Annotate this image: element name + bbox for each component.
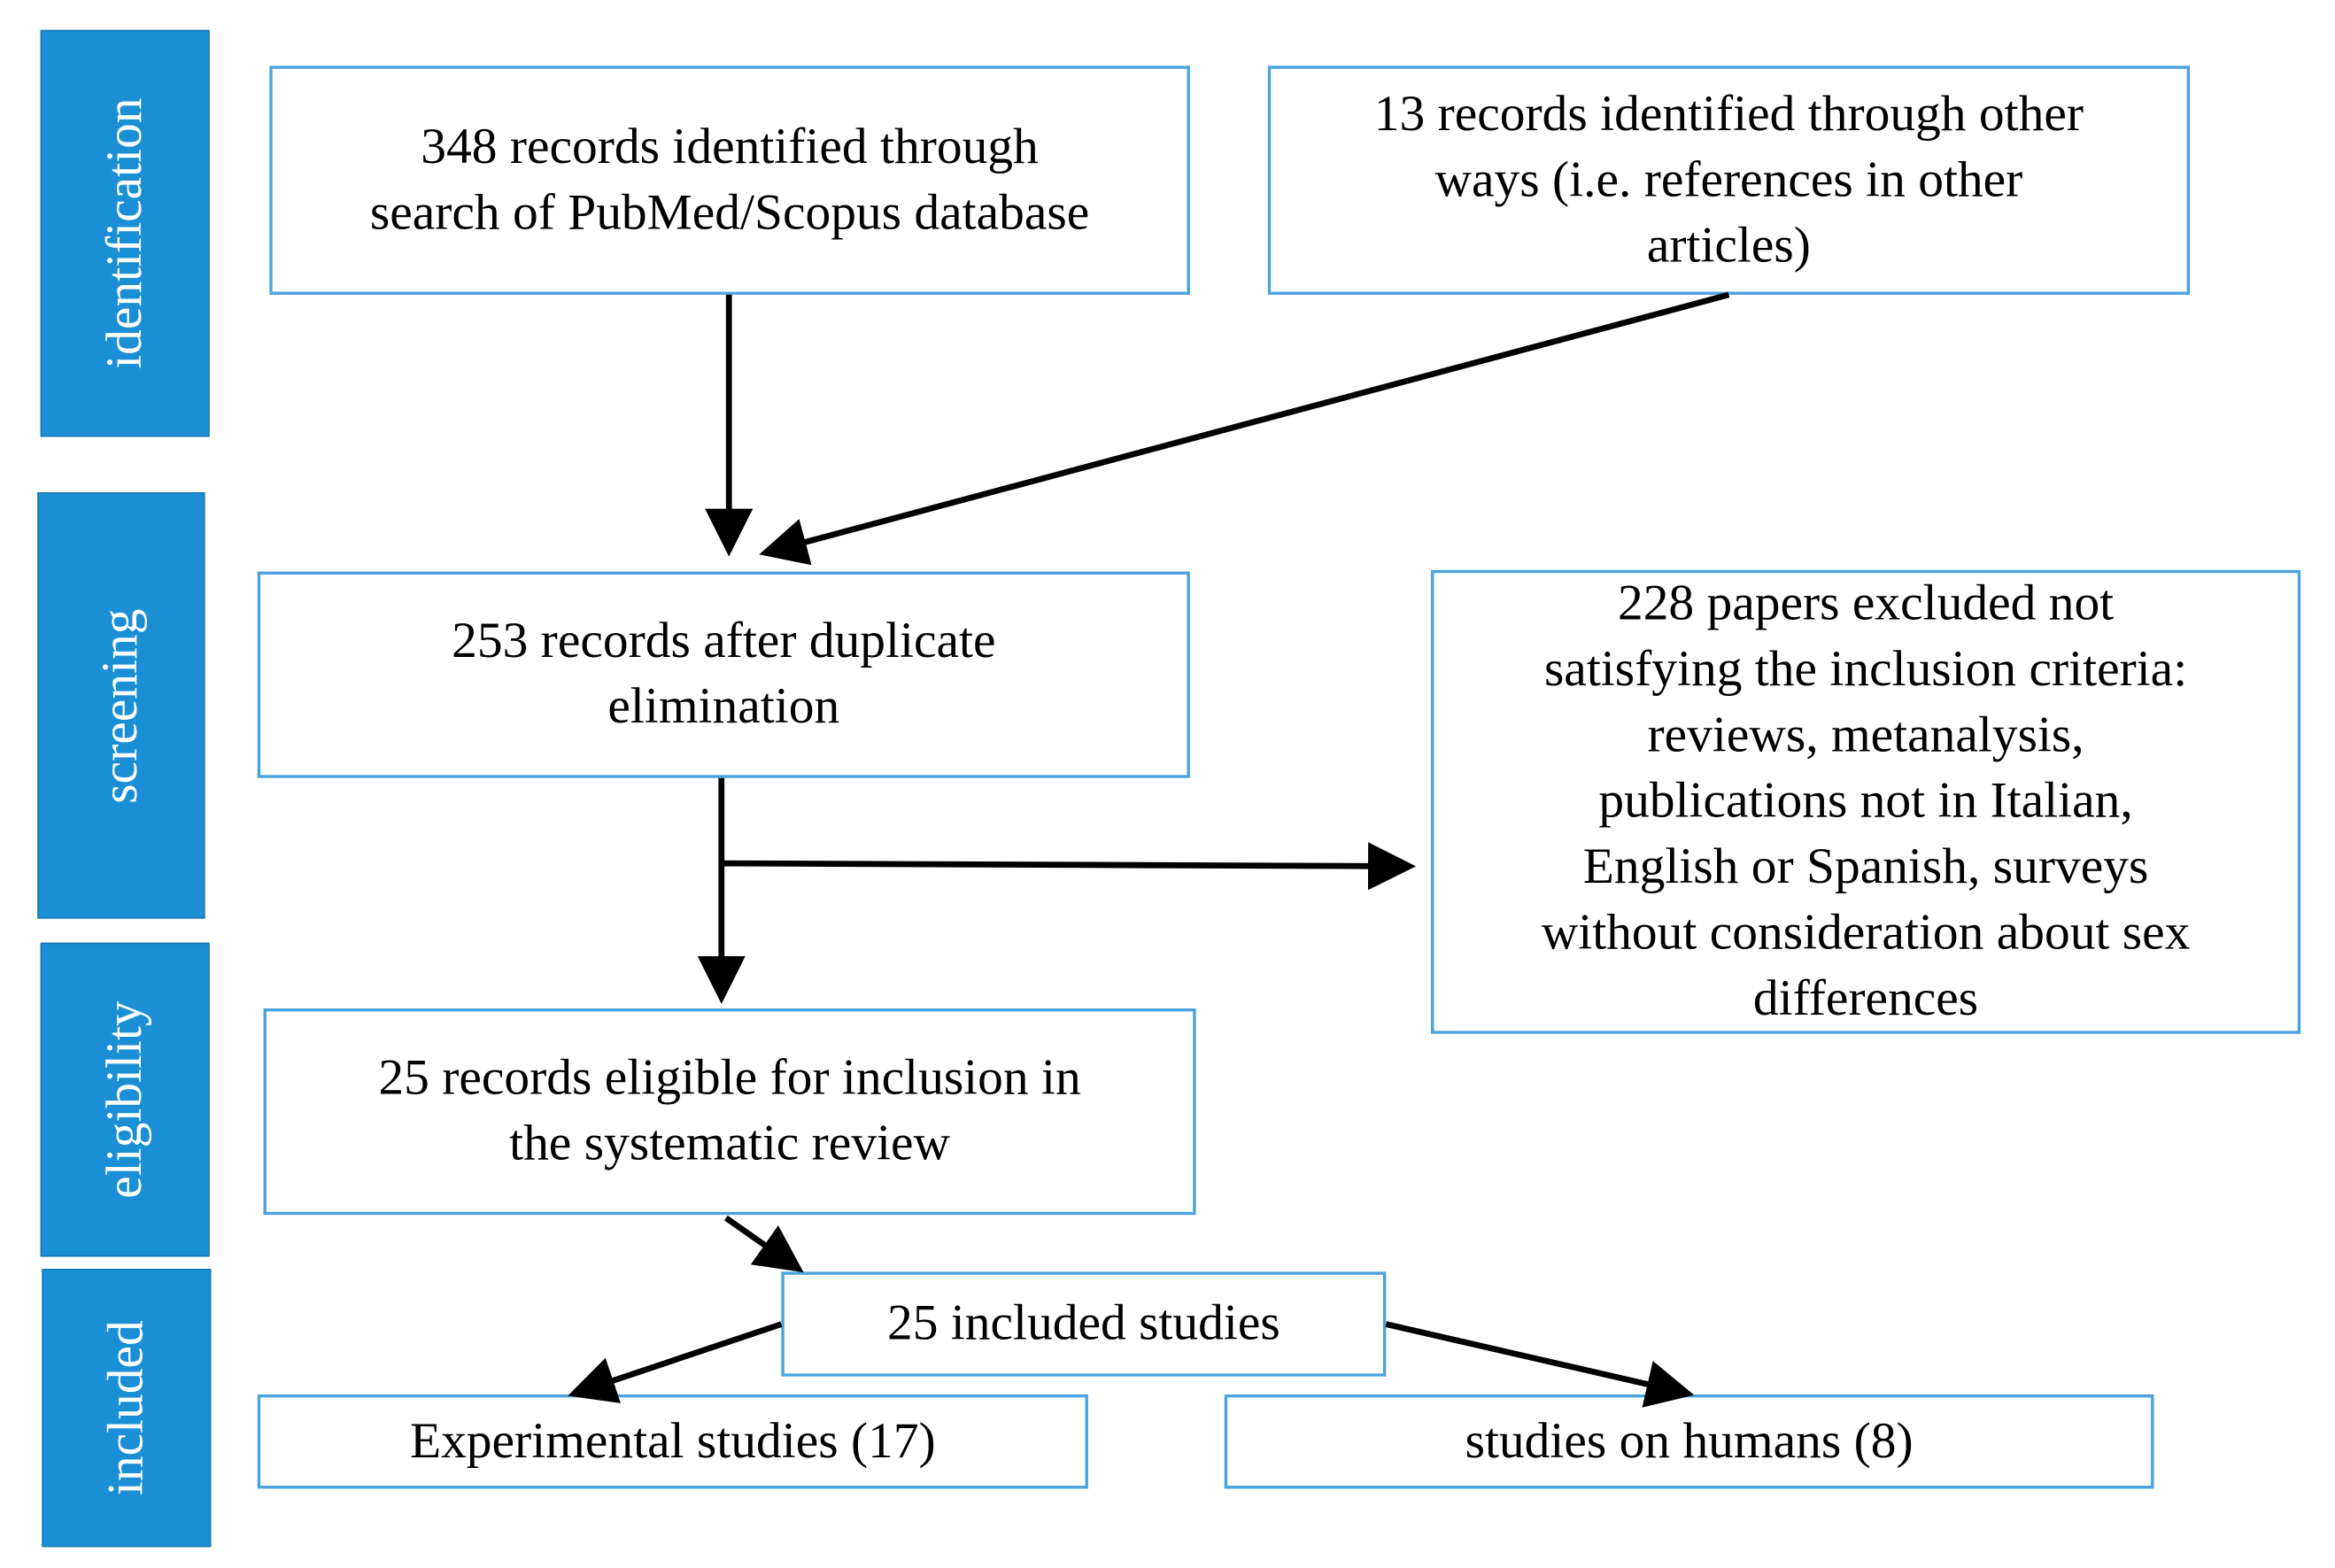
arrow-included-to-humans (1385, 1321, 1695, 1408)
phase-included: included (42, 1269, 212, 1548)
excluded-text: 228 papers excluded not satisfying the i… (1541, 575, 2191, 1027)
phase-eligibility: eligibility (40, 942, 210, 1257)
phase-identification: identification (40, 29, 210, 437)
human-studies-box: studies on humans (8) (1224, 1394, 2154, 1489)
arrow-screening-to-excluded (721, 842, 1417, 891)
arrow-other-to-screening (759, 291, 1730, 566)
database-records-text: 348 records identified through search of… (369, 119, 1090, 241)
arrow-included-to-experimental (568, 1321, 783, 1403)
other-records-text: 13 records identified through other ways… (1373, 86, 2084, 274)
arrow-eligible-to-included (723, 1215, 804, 1273)
phase-screening: screening (37, 491, 205, 919)
eligible-text: 25 records eligible for inclusion in the… (378, 1050, 1081, 1172)
after-duplicates-text: 253 records after duplicate elimination (452, 613, 996, 735)
included-studies-text: 25 included studies (886, 1295, 1280, 1351)
eligible-box: 25 records eligible for inclusion in the… (263, 1008, 1196, 1216)
after-duplicates-box: 253 records after duplicate elimination (257, 571, 1190, 778)
experimental-studies-box: Experimental studies (17) (257, 1394, 1088, 1489)
experimental-studies-text: Experimental studies (17) (409, 1413, 936, 1469)
database-records-box: 348 records identified through search of… (269, 66, 1190, 295)
included-studies-box: 25 included studies (781, 1271, 1387, 1377)
excluded-box: 228 papers excluded not satisfying the i… (1431, 569, 2301, 1034)
other-records-box: 13 records identified through other ways… (1267, 66, 2191, 295)
human-studies-text: studies on humans (8) (1465, 1413, 1914, 1469)
